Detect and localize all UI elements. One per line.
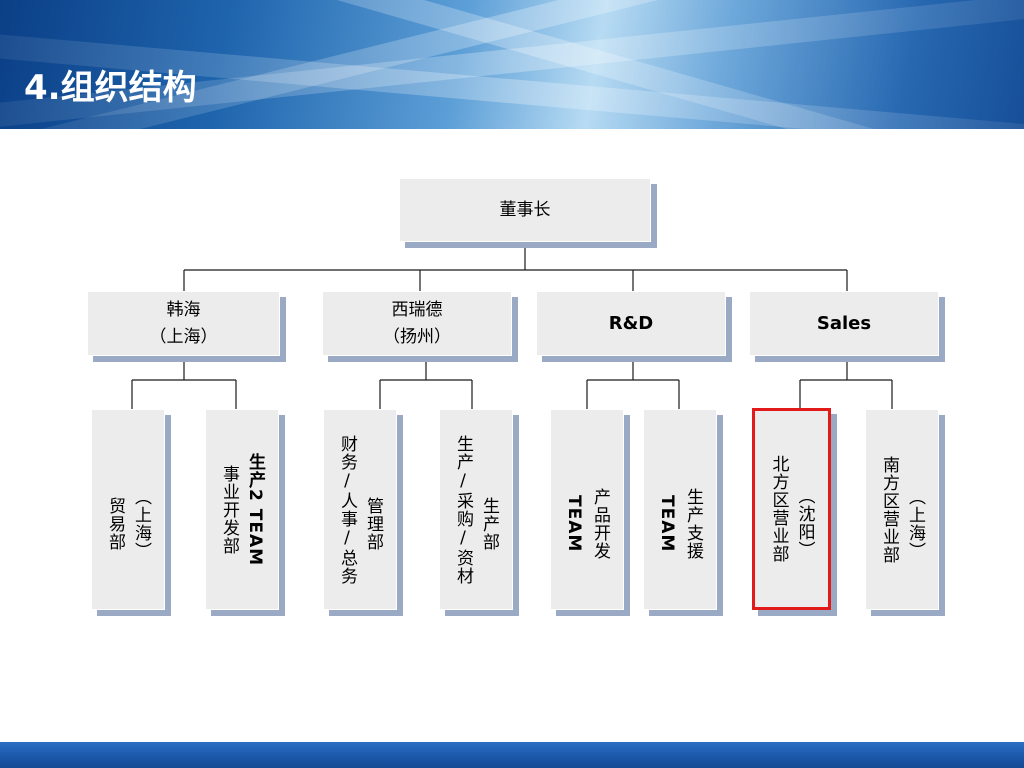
unit-label-line: TEAM — [564, 494, 584, 553]
unit-label-line: 财务/人事/总务 — [337, 434, 357, 585]
department-box-sales: Sales — [749, 291, 939, 356]
unit-label-line: TEAM — [657, 494, 677, 553]
department-name: 西瑞德 — [391, 299, 443, 320]
header-banner: 4.组织结构 — [0, 0, 1024, 129]
unit-label-line: 生产部 — [479, 496, 499, 551]
footer-bar — [0, 742, 1024, 768]
unit-box-production-support-team: 生产支援 TEAM — [643, 409, 717, 610]
department-name: R&D — [608, 313, 654, 334]
chairman-label: 董事长 — [499, 199, 551, 220]
department-box-xiruide: 西瑞德 （扬州） — [322, 291, 512, 356]
page-title: 4.组织结构 — [24, 68, 197, 108]
unit-box-north-sales-dept: （沈阳） 北方区营业部 — [752, 408, 831, 610]
unit-label-line: 生产/采购/资材 — [453, 434, 473, 585]
unit-label-line: （上海） — [131, 487, 151, 560]
unit-box-south-sales-dept: （上海） 南方区营业部 — [865, 409, 939, 610]
department-box-rd: R&D — [536, 291, 726, 356]
department-location: （扬州） — [383, 326, 451, 347]
chairman-box: 董事长 — [399, 178, 651, 242]
unit-box-management-dept: 管理部 财务/人事/总务 — [323, 409, 397, 610]
department-name: Sales — [816, 313, 872, 334]
unit-label-line: 生产2 TEAM — [245, 452, 265, 567]
unit-label-line: 生产支援 — [683, 487, 703, 560]
unit-label-line: （上海） — [905, 487, 925, 560]
unit-box-trade-dept: （上海） 贸易部 — [91, 409, 165, 610]
unit-label-line: 北方区营业部 — [768, 455, 789, 563]
unit-label-line: 管理部 — [363, 496, 383, 551]
unit-label-line: 产品开发 — [590, 487, 610, 560]
department-name: 韩海 — [166, 299, 201, 320]
unit-box-production-dept: 生产部 生产/采购/资材 — [439, 409, 513, 610]
unit-label-line: 贸易部 — [105, 496, 125, 551]
unit-box-business-development: 生产2 TEAM 事业开发部 — [205, 409, 279, 610]
unit-box-product-development-team: 产品开发 TEAM — [550, 409, 624, 610]
unit-label-line: （沈阳） — [794, 487, 815, 559]
unit-label-line: 南方区营业部 — [879, 455, 899, 564]
department-box-hanhai: 韩海 （上海） — [87, 291, 280, 356]
unit-label-line: 事业开发部 — [219, 464, 239, 555]
department-location: （上海） — [149, 326, 218, 347]
